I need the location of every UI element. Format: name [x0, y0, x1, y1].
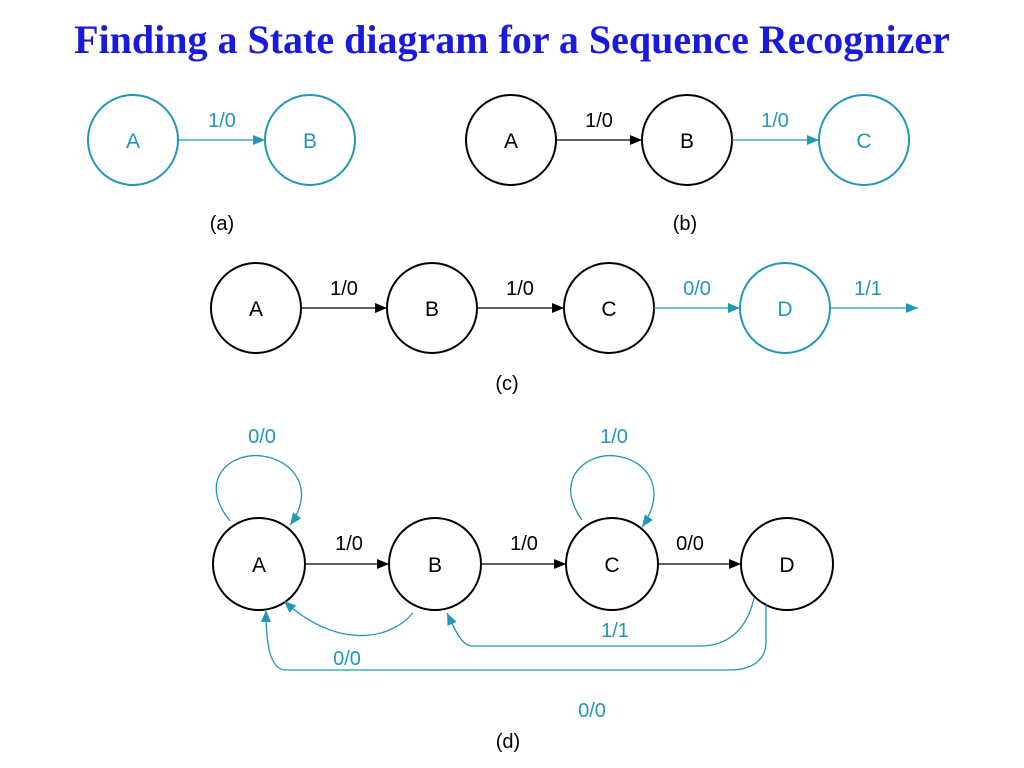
transition-label: 1/0: [506, 278, 534, 300]
svg-text:B: B: [680, 130, 694, 153]
caption-b: (b): [673, 213, 697, 235]
state-c-B: B: [386, 262, 478, 354]
state-b-B: B: [641, 94, 733, 186]
state-d-B: B: [388, 517, 482, 611]
diagram-a: A B 1/0 (a): [87, 94, 356, 235]
transition-label: 0/0: [683, 278, 711, 300]
diagram-c: A B C D 1/0 1/0 0/0 1/1 (c): [210, 262, 918, 395]
transition-label: 1/1: [854, 278, 882, 300]
state-a-B: B: [264, 94, 356, 186]
svg-text:C: C: [856, 130, 871, 153]
page-title: Finding a State diagram for a Sequence R…: [74, 17, 950, 62]
state-c-A: A: [210, 262, 302, 354]
diagram-b: A B C 1/0 1/0 (b): [465, 94, 910, 235]
svg-text:B: B: [303, 130, 317, 153]
state-c-D: D: [739, 262, 831, 354]
caption-a: (a): [210, 213, 234, 235]
transition-label: 1/0: [208, 110, 236, 132]
transition-d-C-self: [570, 454, 655, 528]
transition-label: 1/0: [761, 110, 789, 132]
transition-label: 0/0: [578, 700, 606, 722]
svg-text:B: B: [425, 298, 439, 321]
svg-text:A: A: [504, 130, 518, 153]
svg-text:A: A: [249, 298, 263, 321]
svg-text:D: D: [777, 298, 792, 321]
state-a-A: A: [87, 94, 179, 186]
state-c-C: C: [563, 262, 655, 354]
transition-label: 0/0: [333, 648, 361, 670]
transition-label: 1/0: [335, 533, 363, 555]
state-d-A: A: [212, 517, 306, 611]
svg-text:A: A: [126, 130, 140, 153]
transition-label: 1/1: [601, 620, 629, 642]
transition-d-B-A: [283, 600, 414, 637]
diagram-d: A B C D 0/0 1/0 1/0 1/0 0/0 0/0 1/1: [212, 426, 834, 753]
state-d-D: D: [740, 517, 834, 611]
transition-label: 0/0: [676, 533, 704, 555]
transition-label: 0/0: [248, 426, 276, 448]
state-b-A: A: [465, 94, 557, 186]
svg-text:C: C: [601, 298, 616, 321]
caption-c: (c): [495, 373, 518, 395]
transition-d-D-B: [446, 597, 755, 647]
transition-label: 1/0: [600, 426, 628, 448]
state-b-C: C: [818, 94, 910, 186]
svg-text:C: C: [604, 554, 619, 577]
svg-text:D: D: [779, 554, 794, 577]
svg-text:A: A: [252, 554, 266, 577]
caption-d: (d): [496, 731, 520, 753]
transition-label: 1/0: [510, 533, 538, 555]
svg-text:B: B: [428, 554, 442, 577]
transition-d-D-A: [261, 605, 767, 671]
transition-label: 1/0: [585, 110, 613, 132]
transition-label: 1/0: [330, 278, 358, 300]
transition-d-A-self: [215, 454, 302, 526]
state-d-C: C: [565, 517, 659, 611]
